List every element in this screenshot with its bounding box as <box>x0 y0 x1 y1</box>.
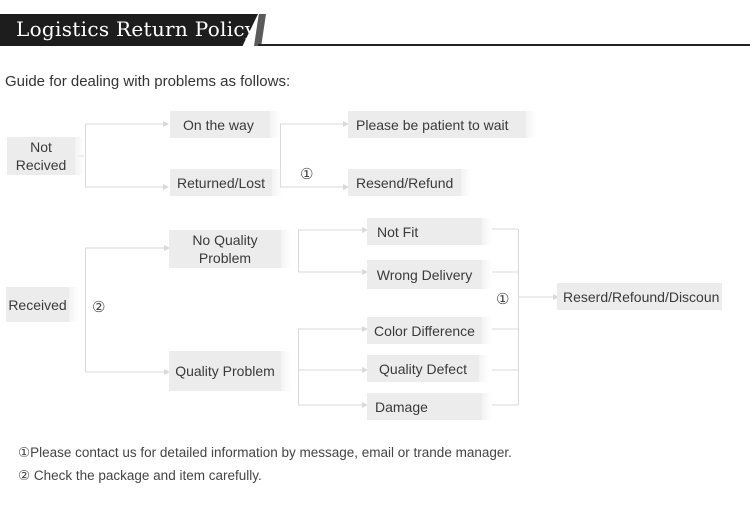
node-no-quality-problem-label: No Quality Problem <box>192 232 258 266</box>
node-not-received-label: Not Recived <box>15 139 67 173</box>
footnote-1: ①Please contact us for detailed informat… <box>18 445 512 460</box>
footnote-2: ② Check the package and item carefully. <box>18 468 262 483</box>
node-not-fit: Not Fit <box>367 218 492 245</box>
node-resend-refund: Resend/Refund <box>348 169 471 196</box>
node-not-fit-label: Not Fit <box>377 223 419 240</box>
guide-text: Guide for dealing with problems as follo… <box>5 73 291 90</box>
node-wrong-delivery: Wrong Delivery <box>367 260 492 289</box>
title-rule <box>258 44 750 46</box>
node-color-difference: Color Difference <box>367 317 492 344</box>
node-resend-refund-discount-label: Reserd/Refound/Discoun <box>563 288 720 305</box>
node-quality-problem: Quality Problem <box>169 351 291 391</box>
node-quality-problem-label: Quality Problem <box>175 363 275 379</box>
node-returned-lost-label: Returned/Lost <box>177 174 265 191</box>
node-resend-refund-discount: Reserd/Refound/Discoun <box>557 283 722 310</box>
node-color-difference-label: Color Difference <box>374 322 475 339</box>
node-not-received: Not Recived <box>7 137 85 175</box>
node-quality-defect-label: Quality Defect <box>379 360 467 377</box>
node-resend-refund-label: Resend/Refund <box>356 174 454 191</box>
node-damage: Damage <box>367 393 492 420</box>
node-please-wait-label: Please be patient to wait <box>356 116 509 133</box>
marker-circled-one-right: ① <box>496 291 510 308</box>
marker-circled-two: ② <box>92 299 106 316</box>
node-returned-lost: Returned/Lost <box>170 169 282 196</box>
node-please-wait: Please be patient to wait <box>348 111 536 138</box>
node-wrong-delivery-label: Wrong Delivery <box>376 266 473 283</box>
node-on-the-way: On the way <box>170 111 280 138</box>
node-on-the-way-label: On the way <box>183 116 254 133</box>
marker-circled-one: ① <box>300 166 314 183</box>
node-received-label: Received <box>8 296 67 313</box>
node-received: Received <box>6 287 79 322</box>
node-quality-defect: Quality Defect <box>367 355 489 382</box>
node-damage-label: Damage <box>375 398 428 415</box>
page-title: Logistics Return Policy <box>16 17 257 41</box>
node-no-quality-problem: No Quality Problem <box>169 230 291 268</box>
title-banner <box>0 14 258 46</box>
